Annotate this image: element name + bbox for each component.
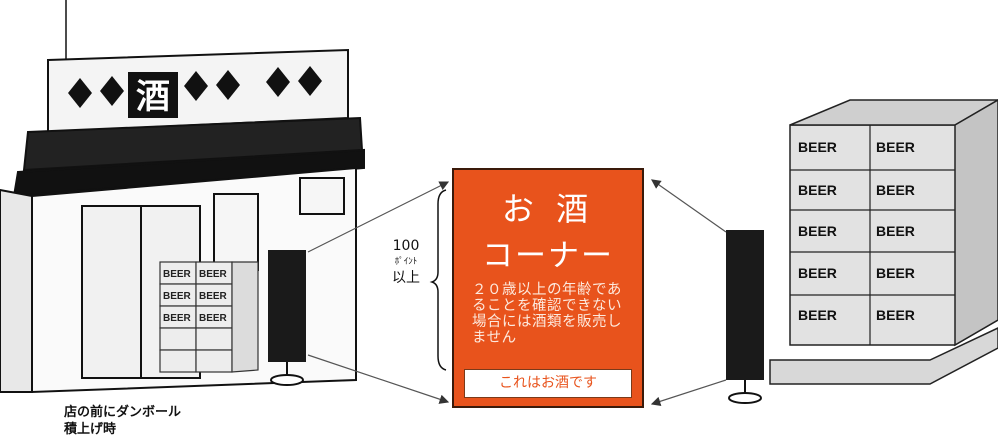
beer-label: BEER <box>798 265 837 281</box>
diamond-ornaments <box>68 66 322 108</box>
beer-label: BEER <box>163 291 192 302</box>
caption-line-2: 積上げ時 <box>64 422 117 437</box>
sign-title: お 酒 <box>501 190 595 228</box>
sign-subtitle: コーナー <box>482 238 614 274</box>
sign-kanji-plate <box>128 72 178 118</box>
front-box-stack <box>159 261 259 373</box>
beer-label: BEER <box>798 182 837 198</box>
height-annotation: 100 ﾎﾟｲﾝﾄ 以上 <box>384 238 428 286</box>
height-unit: ﾎﾟｲﾝﾄ <box>394 257 418 267</box>
this-is-alcohol-label: これはお酒です <box>464 369 632 398</box>
beer-label: BEER <box>798 139 837 155</box>
beer-case-grid <box>790 125 955 345</box>
liquor-store-building <box>0 0 365 394</box>
beer-label: BEER <box>199 313 228 324</box>
beer-label: BEER <box>798 223 837 239</box>
beer-label: BEER <box>199 291 228 302</box>
beer-label: BEER <box>199 269 228 280</box>
beer-label: BEER <box>876 223 915 239</box>
age-notice-text: ２０歳以上の年齢であることを確認できない場合には酒類を販売しません <box>472 282 622 346</box>
height-value: 100 <box>392 238 420 254</box>
beer-pallet-stack <box>769 99 998 385</box>
beer-label: BEER <box>163 269 192 280</box>
store-sign-kanji: 酒 <box>136 77 170 117</box>
height-brace <box>429 189 447 371</box>
beer-label: BEER <box>876 265 915 281</box>
beer-label: BEER <box>163 313 192 324</box>
pallet-pop-panel <box>726 230 764 404</box>
height-suffix: 以上 <box>392 270 420 286</box>
beer-label: BEER <box>876 182 915 198</box>
beer-labels: BEER BEER BEER BEER BEER BEER BEER BEER … <box>798 139 915 323</box>
front-box-labels: BEER BEER BEER BEER BEER BEER <box>163 269 228 324</box>
alcohol-corner-pop-sign: お 酒 コーナー ２０歳以上の年齢であることを確認できない場合には酒類を販売しま… <box>452 168 644 408</box>
stacking-caption: 店の前にダンボール 積上げ時 <box>64 404 181 438</box>
beer-label: BEER <box>876 139 915 155</box>
beer-label: BEER <box>798 307 837 323</box>
beer-label: BEER <box>876 307 915 323</box>
store-pop-panel <box>268 250 306 386</box>
zoom-arrows <box>307 179 727 406</box>
caption-line-1: 店の前にダンボール <box>64 405 182 420</box>
